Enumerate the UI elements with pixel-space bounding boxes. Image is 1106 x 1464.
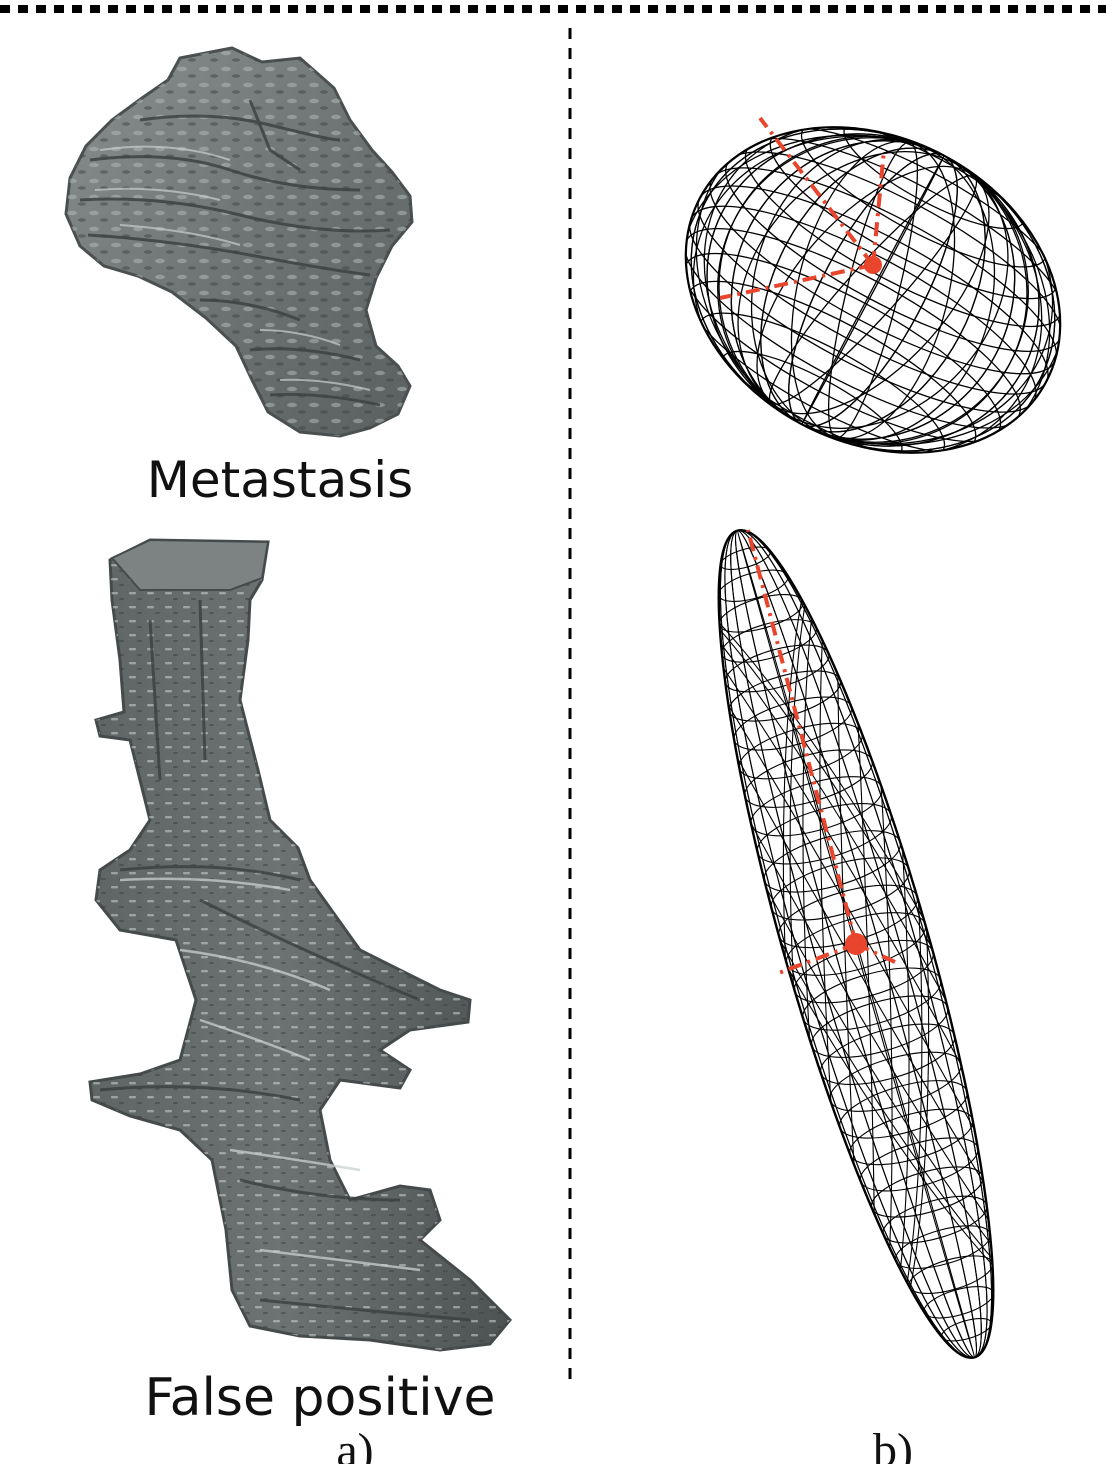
ellipsoid-center-upper: [864, 256, 882, 274]
wireframe-meridian: [627, 47, 1106, 533]
wireframe-latitude: [785, 96, 1063, 293]
metastasis-render: [66, 48, 412, 436]
ellipsoid-center-lower: [845, 933, 867, 955]
wireframe-latitude: [683, 288, 961, 485]
false-positive-label: False positive: [144, 1368, 495, 1428]
wireframe-meridian: [763, 124, 982, 455]
wireframe-meridian: [716, 127, 1031, 453]
wireframe-meridian: [757, 132, 989, 448]
wireframe-meridian: [648, 96, 1099, 485]
metastasis-label: Metastasis: [147, 451, 413, 509]
false-positive-render: [90, 540, 510, 1350]
wireframe-latitude: [715, 587, 806, 640]
ellipsoid-wireframe-lower: [570, 479, 1106, 1410]
wireframe-meridian: [801, 155, 945, 424]
panel-b-caption: b): [873, 1424, 913, 1464]
ellipsoid-wireframe-upper: [583, 13, 1106, 568]
wireframe-meridian: [757, 132, 989, 448]
wireframe-latitude: [905, 1248, 996, 1301]
panel-a-caption: a): [336, 1424, 373, 1464]
